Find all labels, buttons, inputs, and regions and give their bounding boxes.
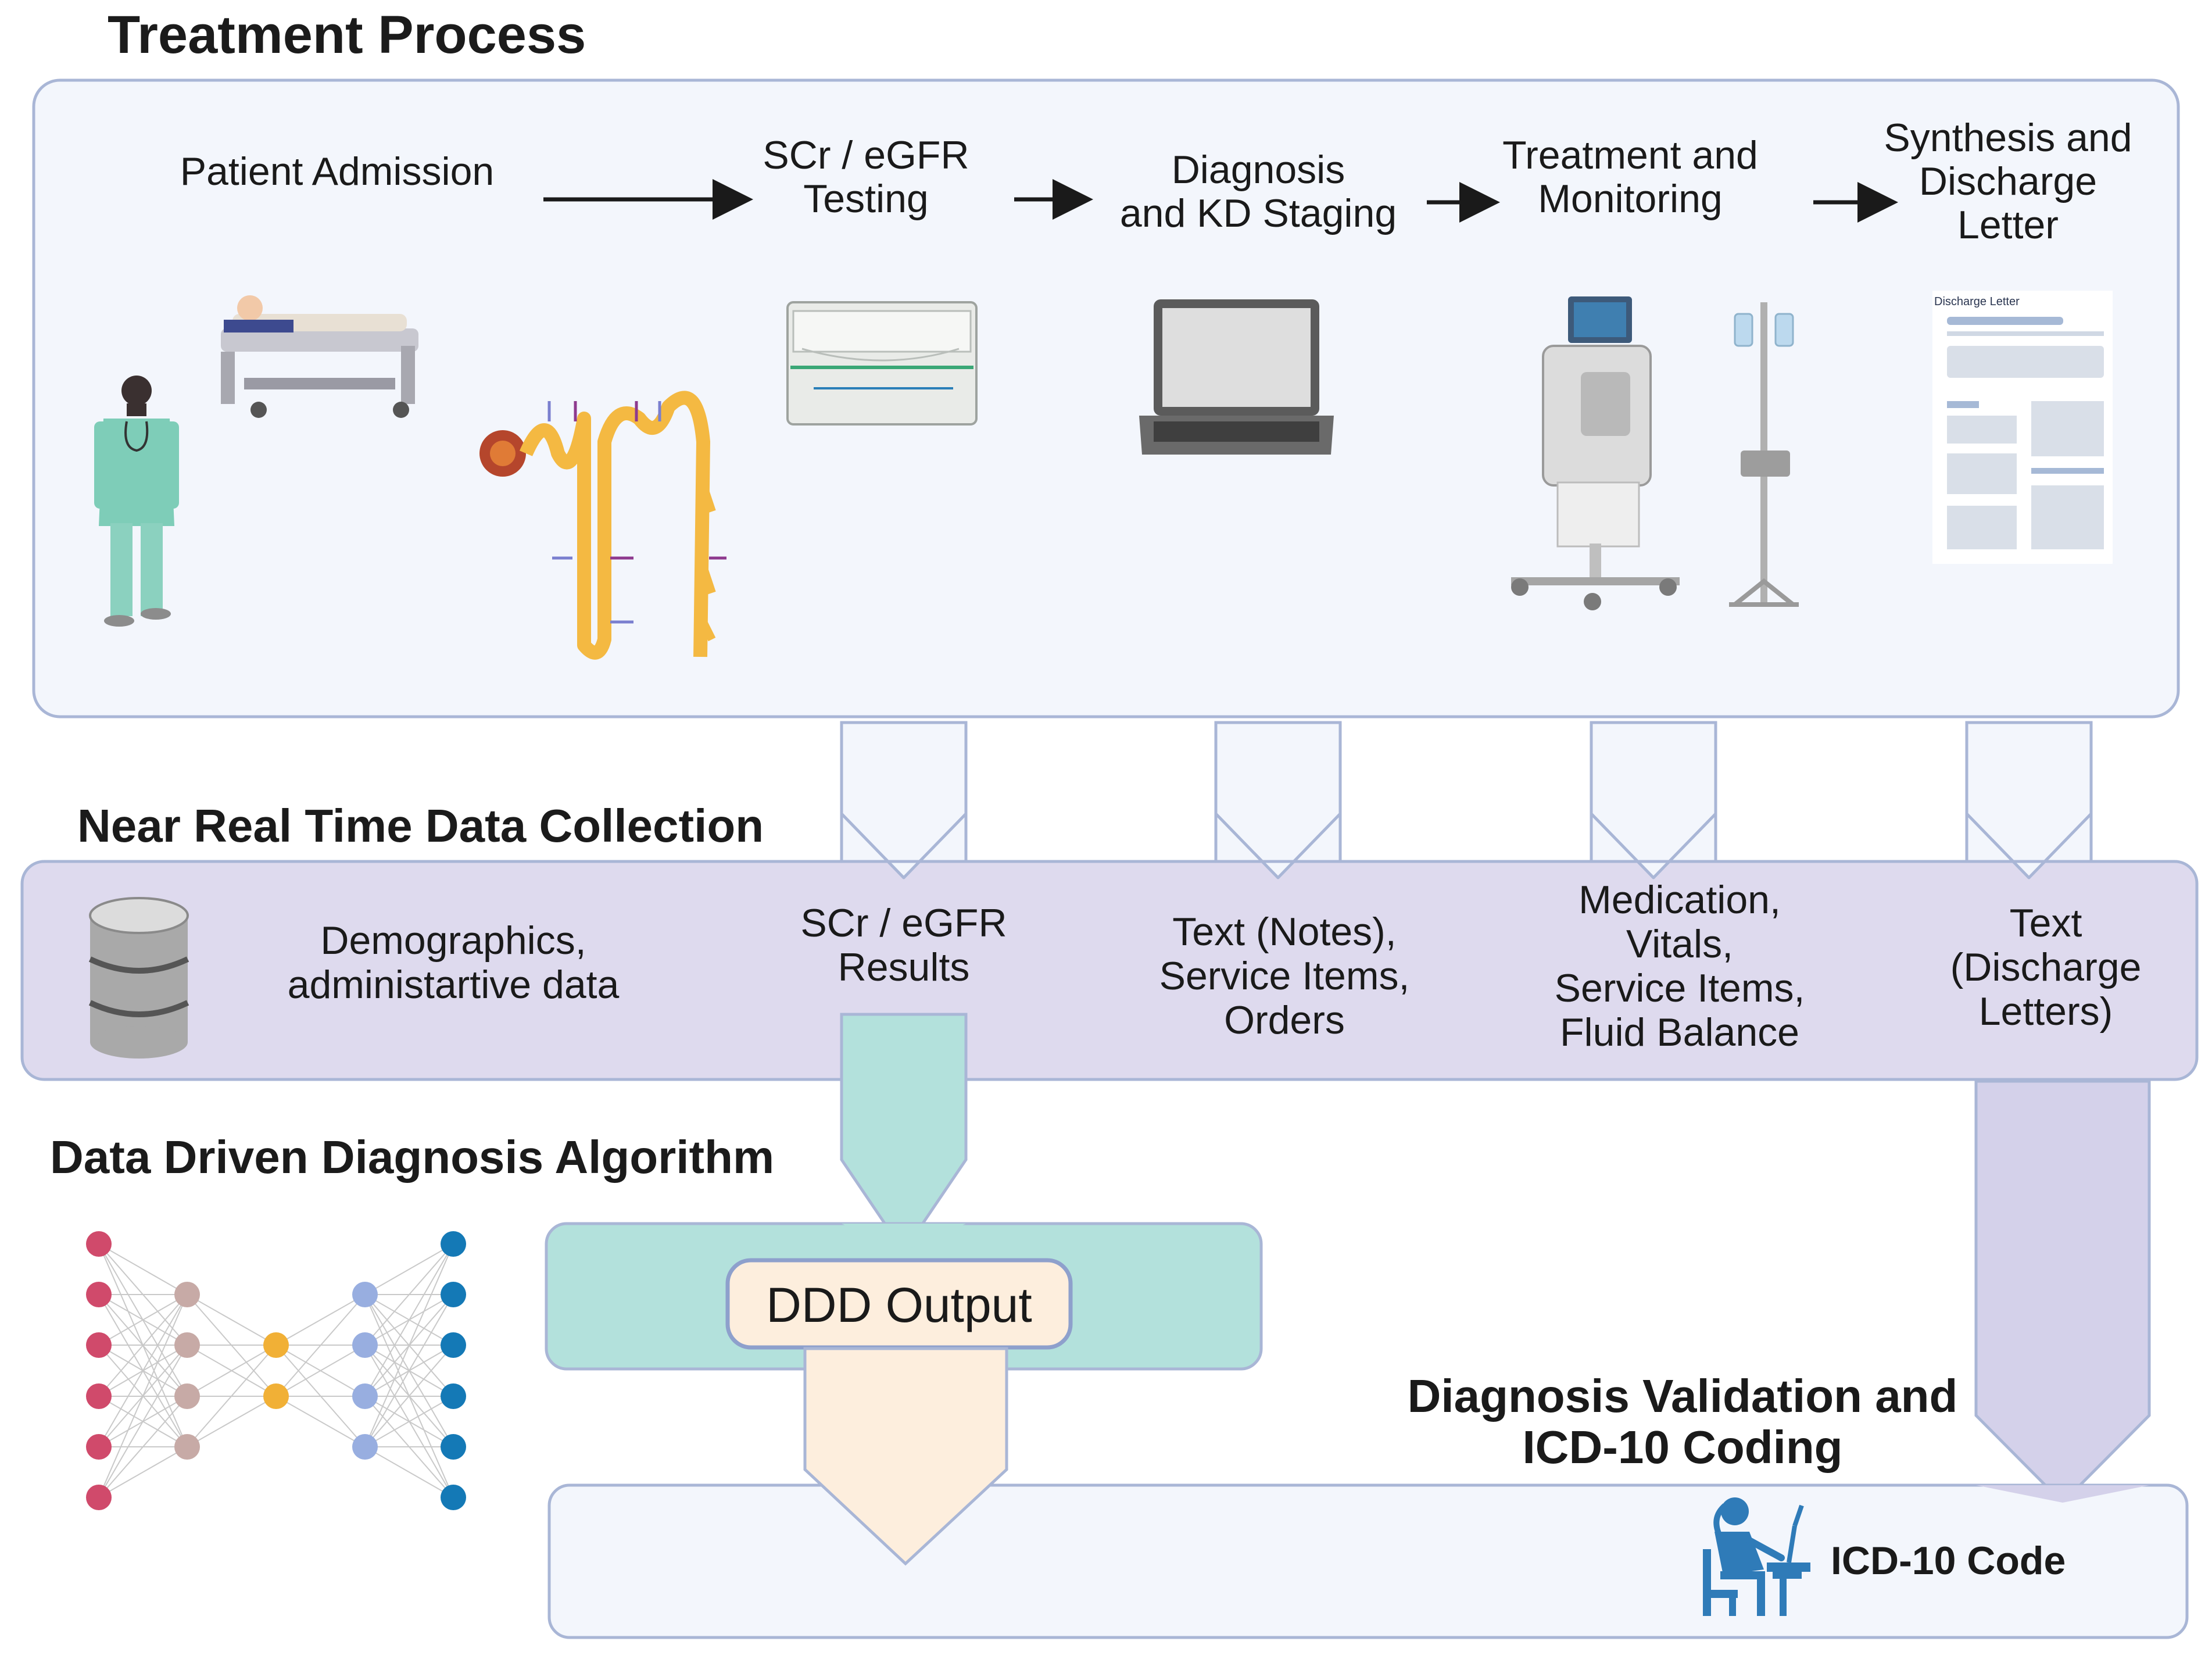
nn-connection (98, 1396, 188, 1498)
nn-connection (364, 1446, 454, 1498)
nn-connection (275, 1345, 366, 1397)
treatment-process-title: Treatment Process (108, 5, 586, 65)
nn-node-layer-4 (352, 1383, 378, 1409)
step-scr-egfr-testing: SCr / eGFR Testing (763, 133, 969, 221)
step-synthesis-discharge-letter: Synthesis and Discharge Letter (1884, 116, 2132, 247)
nn-connection (187, 1294, 277, 1346)
database-icon (88, 897, 189, 1059)
nn-node-layer-3 (263, 1332, 289, 1358)
nn-node-layer-2 (174, 1282, 200, 1307)
data-medication-vitals: Medication, Vitals, Service Items, Fluid… (1554, 878, 1805, 1055)
neural-network-illustration (86, 1231, 466, 1510)
nn-node-layer-4 (352, 1332, 378, 1358)
nn-connection (275, 1294, 366, 1397)
nn-node-layer-5 (441, 1383, 466, 1409)
nn-node-layer-2 (174, 1383, 200, 1409)
nn-node-layer-2 (174, 1434, 200, 1460)
laptop-illustration (1139, 299, 1334, 455)
doctor-illustration (94, 376, 179, 627)
nn-connection (364, 1243, 454, 1397)
nn-connection (364, 1243, 454, 1346)
data-text-notes: Text (Notes), Service Items, Orders (1159, 910, 1410, 1043)
nn-node-layer-1 (86, 1383, 112, 1409)
nn-connection (98, 1294, 188, 1498)
lavender-arrow-letters-to-validation (1974, 1079, 2151, 1505)
nn-connection (98, 1294, 188, 1447)
teal-arrow-results-to-output (840, 1013, 968, 1254)
iv-pole-illustration (1729, 302, 1799, 607)
validation-title: Diagnosis Validation and ICD-10 Coding (1407, 1370, 1958, 1473)
nn-node-layer-5 (441, 1231, 466, 1257)
nn-connection (98, 1294, 188, 1397)
dialysis-machine-illustration (1511, 296, 1680, 610)
nn-connection (275, 1294, 366, 1346)
nn-node-layer-5 (441, 1485, 466, 1510)
data-collection-band (20, 860, 2199, 1081)
step-treatment-monitoring: Treatment and Monitoring (1502, 133, 1758, 221)
data-demographics: Demographics, administartive data (287, 918, 620, 1007)
nn-node-layer-1 (86, 1434, 112, 1460)
nn-node-layer-1 (86, 1282, 112, 1307)
nn-node-layer-5 (441, 1434, 466, 1460)
nn-node-layer-4 (352, 1434, 378, 1460)
nn-connection (364, 1294, 454, 1447)
validation-panel (547, 1483, 2189, 1639)
step-patient-admission: Patient Admission (180, 149, 495, 194)
nn-node-layer-5 (441, 1332, 466, 1358)
nn-node-layer-3 (263, 1383, 289, 1409)
nn-node-layer-1 (86, 1485, 112, 1510)
nn-connection (98, 1446, 188, 1498)
hospital-bed-illustration (221, 295, 418, 418)
nn-connection (187, 1396, 277, 1447)
coder-desk-icon (1703, 1497, 1810, 1616)
lab-analyzer-illustration (786, 301, 978, 426)
nn-node-layer-4 (352, 1282, 378, 1307)
data-discharge-letters: Text (Discharge Letters) (1950, 901, 2142, 1034)
nn-node-layer-1 (86, 1332, 112, 1358)
nn-connection (364, 1396, 454, 1447)
step-diagnosis-kd-staging: Diagnosis and KD Staging (1119, 148, 1397, 235)
peach-arrow-output-to-validation (803, 1347, 1008, 1566)
data-scr-egfr-results: SCr / eGFR Results (800, 901, 1007, 990)
data-collection-title: Near Real Time Data Collection (77, 800, 764, 852)
discharge-letter-header: Discharge Letter (1934, 295, 2020, 308)
nn-node-layer-1 (86, 1231, 112, 1257)
nn-connection (187, 1345, 277, 1397)
ddd-output-label: DDD Output (766, 1278, 1032, 1332)
nephron-illustration (479, 391, 726, 660)
nn-connection (364, 1345, 454, 1447)
nn-connection (187, 1345, 277, 1447)
nn-connection (275, 1396, 366, 1447)
nn-connection (98, 1243, 188, 1295)
nn-connection (98, 1345, 188, 1498)
algorithm-title: Data Driven Diagnosis Algorithm (50, 1131, 775, 1183)
nn-connection (364, 1243, 454, 1447)
discharge-letter-document: Discharge Letter (1932, 291, 2113, 564)
nn-node-layer-2 (174, 1332, 200, 1358)
nn-node-layer-5 (441, 1282, 466, 1307)
nn-connection (364, 1243, 454, 1295)
nn-connection (98, 1294, 188, 1346)
icd10-code-label: ICD-10 Code (1831, 1539, 2066, 1583)
